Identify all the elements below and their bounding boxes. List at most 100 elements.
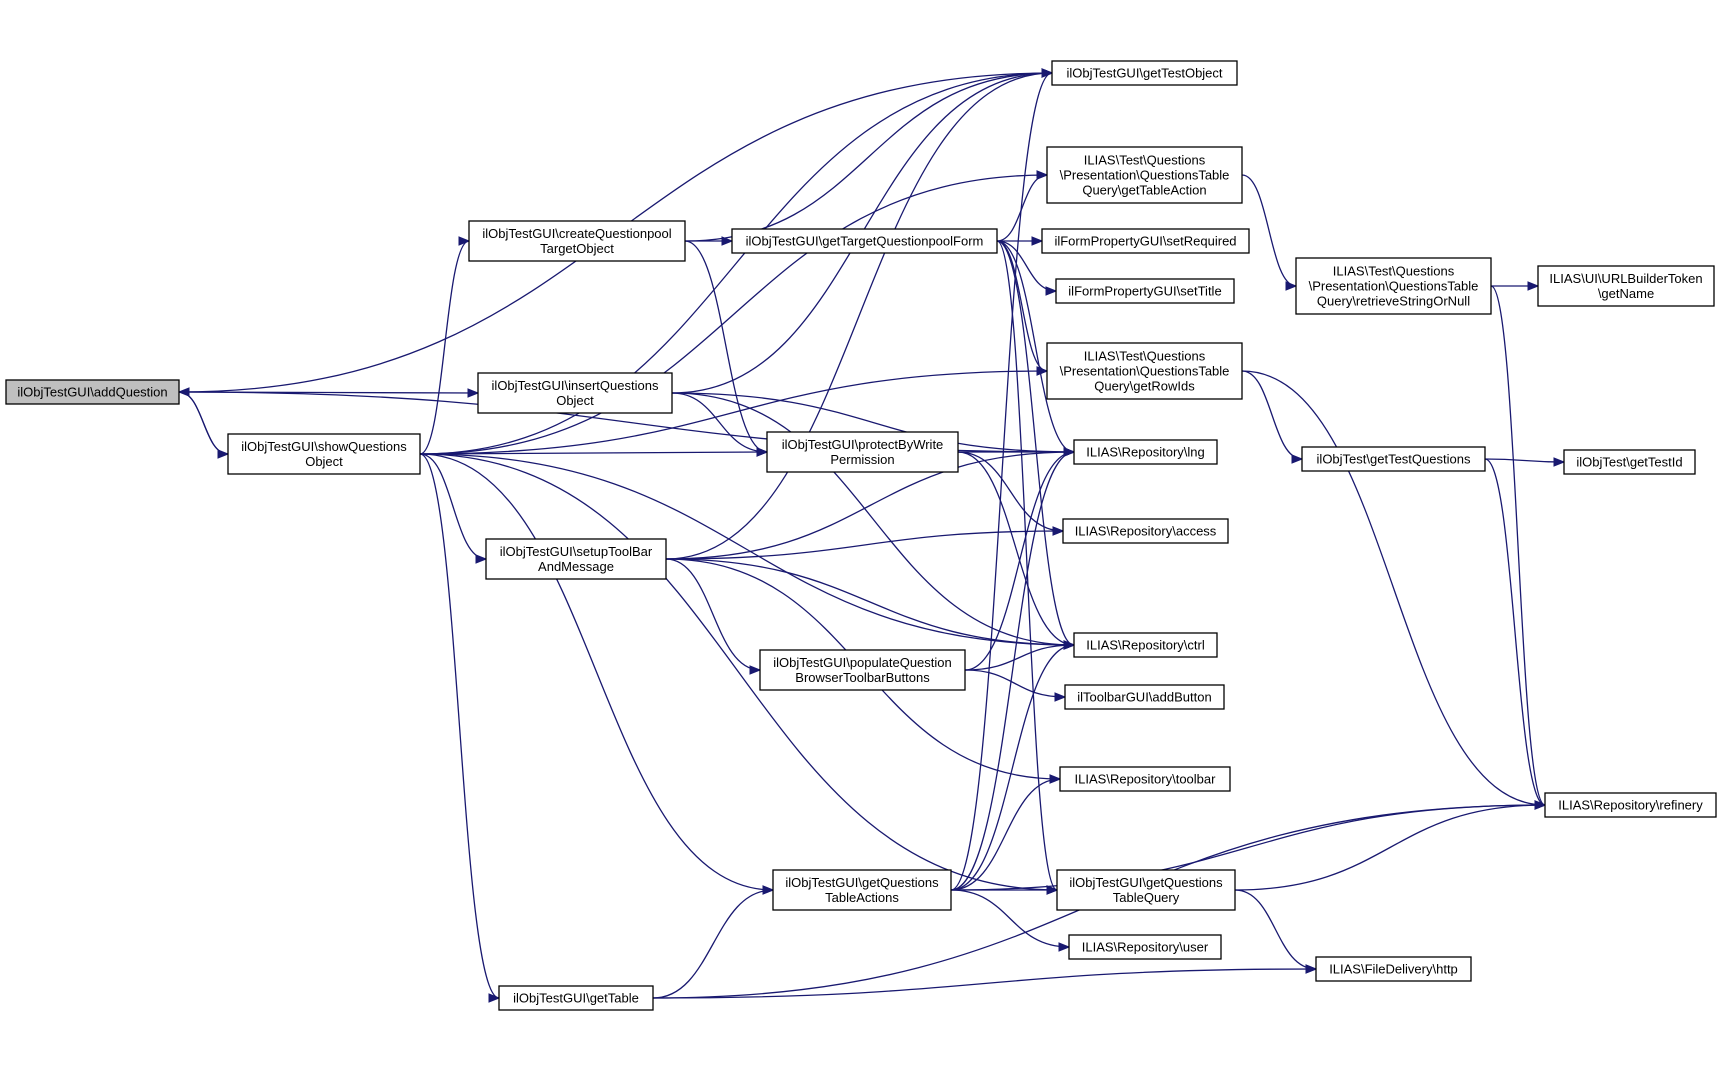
node-label: ilObjTestGUI\insertQuestions xyxy=(492,378,659,393)
node-box xyxy=(1064,684,1225,710)
node-toolbar[interactable]: ILIAS\Repository\toolbar xyxy=(1059,766,1231,792)
node-get-test-object[interactable]: ilObjTestGUI\getTestObject xyxy=(1051,60,1238,86)
node-box xyxy=(1051,60,1238,86)
node-box xyxy=(1315,956,1472,982)
arrowhead xyxy=(749,665,762,675)
edge-show-questions-object-to-get-table xyxy=(419,453,501,1003)
node-set-required[interactable]: ilFormPropertyGUI\setRequired xyxy=(1041,228,1250,254)
edge-get-table-to-get-questions-table-actions xyxy=(652,885,775,999)
arrowhead xyxy=(1036,366,1049,376)
edge-get-table-to-http xyxy=(652,964,1318,999)
node-label: ilObjTestGUI\getTestObject xyxy=(1066,66,1222,81)
edge-get-target-questionpool-form-to-get-table-action xyxy=(996,170,1049,242)
arrowhead xyxy=(762,885,775,895)
node-box xyxy=(5,379,180,405)
node-box xyxy=(1068,934,1222,960)
edge-show-questions-object-to-setup-tool-bar-and-message xyxy=(419,453,488,564)
node-add-question[interactable]: ilObjTestGUI\addQuestion xyxy=(5,379,180,405)
node-label: ilToolbarGUI\addButton xyxy=(1077,690,1211,705)
node-label: ilObjTestGUI\getTable xyxy=(513,991,639,1006)
node-label: Object xyxy=(556,393,594,408)
node-label: Query\getTableAction xyxy=(1082,183,1206,198)
arrowhead xyxy=(1052,526,1065,536)
arrowhead xyxy=(1285,281,1298,291)
node-box xyxy=(766,431,959,473)
node-get-target-questionpool-form[interactable]: ilObjTestGUI\getTargetQuestionpoolForm xyxy=(731,228,998,254)
node-box xyxy=(1046,146,1243,204)
edge-get-table-action-to-retrieve-string-or-null xyxy=(1241,174,1298,291)
node-label: ILIAS\Repository\lng xyxy=(1086,445,1205,460)
node-ctrl[interactable]: ILIAS\Repository\ctrl xyxy=(1073,632,1218,658)
arrowhead xyxy=(1031,236,1044,246)
edge-get-questions-table-actions-to-ctrl xyxy=(950,640,1076,891)
edge-show-questions-object-to-add-question xyxy=(177,387,229,455)
node-label: \Presentation\QuestionsTable xyxy=(1060,364,1230,379)
edge-get-questions-table-query-to-http xyxy=(1234,889,1318,974)
node-get-test-id[interactable]: ilObjTest\getTestId xyxy=(1563,449,1696,475)
edge-populate-question-browser-toolbar-buttons-to-lng xyxy=(964,447,1076,671)
node-box xyxy=(772,869,952,911)
node-get-table[interactable]: ilObjTestGUI\getTable xyxy=(498,985,654,1011)
node-retrieve-string-or-null[interactable]: ILIAS\Test\Questions\Presentation\Questi… xyxy=(1295,257,1492,315)
node-refinery[interactable]: ILIAS\Repository\refinery xyxy=(1544,792,1717,818)
node-create-questionpool-target-object[interactable]: ilObjTestGUI\createQuestionpoolTargetObj… xyxy=(468,220,686,262)
arrowhead xyxy=(1041,68,1054,78)
edge-show-questions-object-to-get-questions-table-actions xyxy=(419,453,775,895)
node-user[interactable]: ILIAS\Repository\user xyxy=(1068,934,1222,960)
node-get-test-questions[interactable]: ilObjTest\getTestQuestions xyxy=(1301,446,1486,472)
node-label: ilObjTestGUI\getQuestions xyxy=(785,875,939,890)
node-label: ilObjTest\getTestId xyxy=(1576,455,1682,470)
node-label: Query\getRowIds xyxy=(1094,379,1195,394)
node-get-table-action[interactable]: ILIAS\Test\Questions\Presentation\Questi… xyxy=(1046,146,1243,204)
edge-setup-tool-bar-and-message-to-access xyxy=(665,526,1065,560)
node-label: TableQuery xyxy=(1113,890,1180,905)
arrowhead xyxy=(1063,447,1076,457)
arrowhead xyxy=(1045,286,1058,296)
node-box xyxy=(468,220,686,262)
edge-get-row-ids-to-refinery xyxy=(1241,370,1547,810)
edge-retrieve-string-or-null-to-get-name xyxy=(1490,281,1540,291)
arrowhead xyxy=(458,236,471,246)
node-box xyxy=(227,433,421,475)
arrowhead xyxy=(475,554,488,564)
edge-get-questions-table-actions-to-toolbar xyxy=(950,774,1062,891)
node-label: ilObjTestGUI\protectByWrite xyxy=(782,437,944,452)
arrowhead xyxy=(1063,640,1076,650)
edge-create-questionpool-target-object-to-get-target-questionpool-form xyxy=(685,236,734,246)
node-box xyxy=(485,538,667,580)
node-label: ILIAS\FileDelivery\http xyxy=(1329,962,1458,977)
node-add-button[interactable]: ilToolbarGUI\addButton xyxy=(1064,684,1225,710)
node-label: ilObjTest\getTestQuestions xyxy=(1317,452,1471,467)
node-lng[interactable]: ILIAS\Repository\lng xyxy=(1073,439,1218,465)
node-label: ILIAS\Repository\refinery xyxy=(1558,798,1703,813)
node-box xyxy=(498,985,654,1011)
node-box xyxy=(731,228,998,254)
node-box xyxy=(759,649,966,691)
node-label: ilObjTestGUI\showQuestions xyxy=(241,439,407,454)
arrowhead xyxy=(1058,942,1071,952)
edge-create-questionpool-target-object-to-protect-by-write-permission xyxy=(684,240,769,457)
arrowhead xyxy=(1534,800,1547,810)
node-label: ilObjTestGUI\createQuestionpool xyxy=(482,226,671,241)
arrowhead xyxy=(756,447,769,457)
node-box xyxy=(477,372,673,414)
node-populate-question-browser-toolbar-buttons[interactable]: ilObjTestGUI\populateQuestionBrowserTool… xyxy=(759,649,966,691)
node-set-title[interactable]: ilFormPropertyGUI\setTitle xyxy=(1055,278,1235,304)
node-label: ILIAS\Test\Questions xyxy=(1333,264,1455,279)
node-http[interactable]: ILIAS\FileDelivery\http xyxy=(1315,956,1472,982)
node-access[interactable]: ILIAS\Repository\access xyxy=(1062,518,1229,544)
node-label: Query\retrieveStringOrNull xyxy=(1317,294,1470,309)
arrowhead xyxy=(1527,281,1540,291)
node-label: Permission xyxy=(830,452,894,467)
node-box xyxy=(1056,869,1236,911)
node-label: TableActions xyxy=(825,890,899,905)
node-get-name[interactable]: ILIAS\UI\URLBuilderToken\getName xyxy=(1537,265,1715,307)
node-get-row-ids[interactable]: ILIAS\Test\Questions\Presentation\Questi… xyxy=(1046,342,1243,400)
arrowhead xyxy=(467,388,480,398)
